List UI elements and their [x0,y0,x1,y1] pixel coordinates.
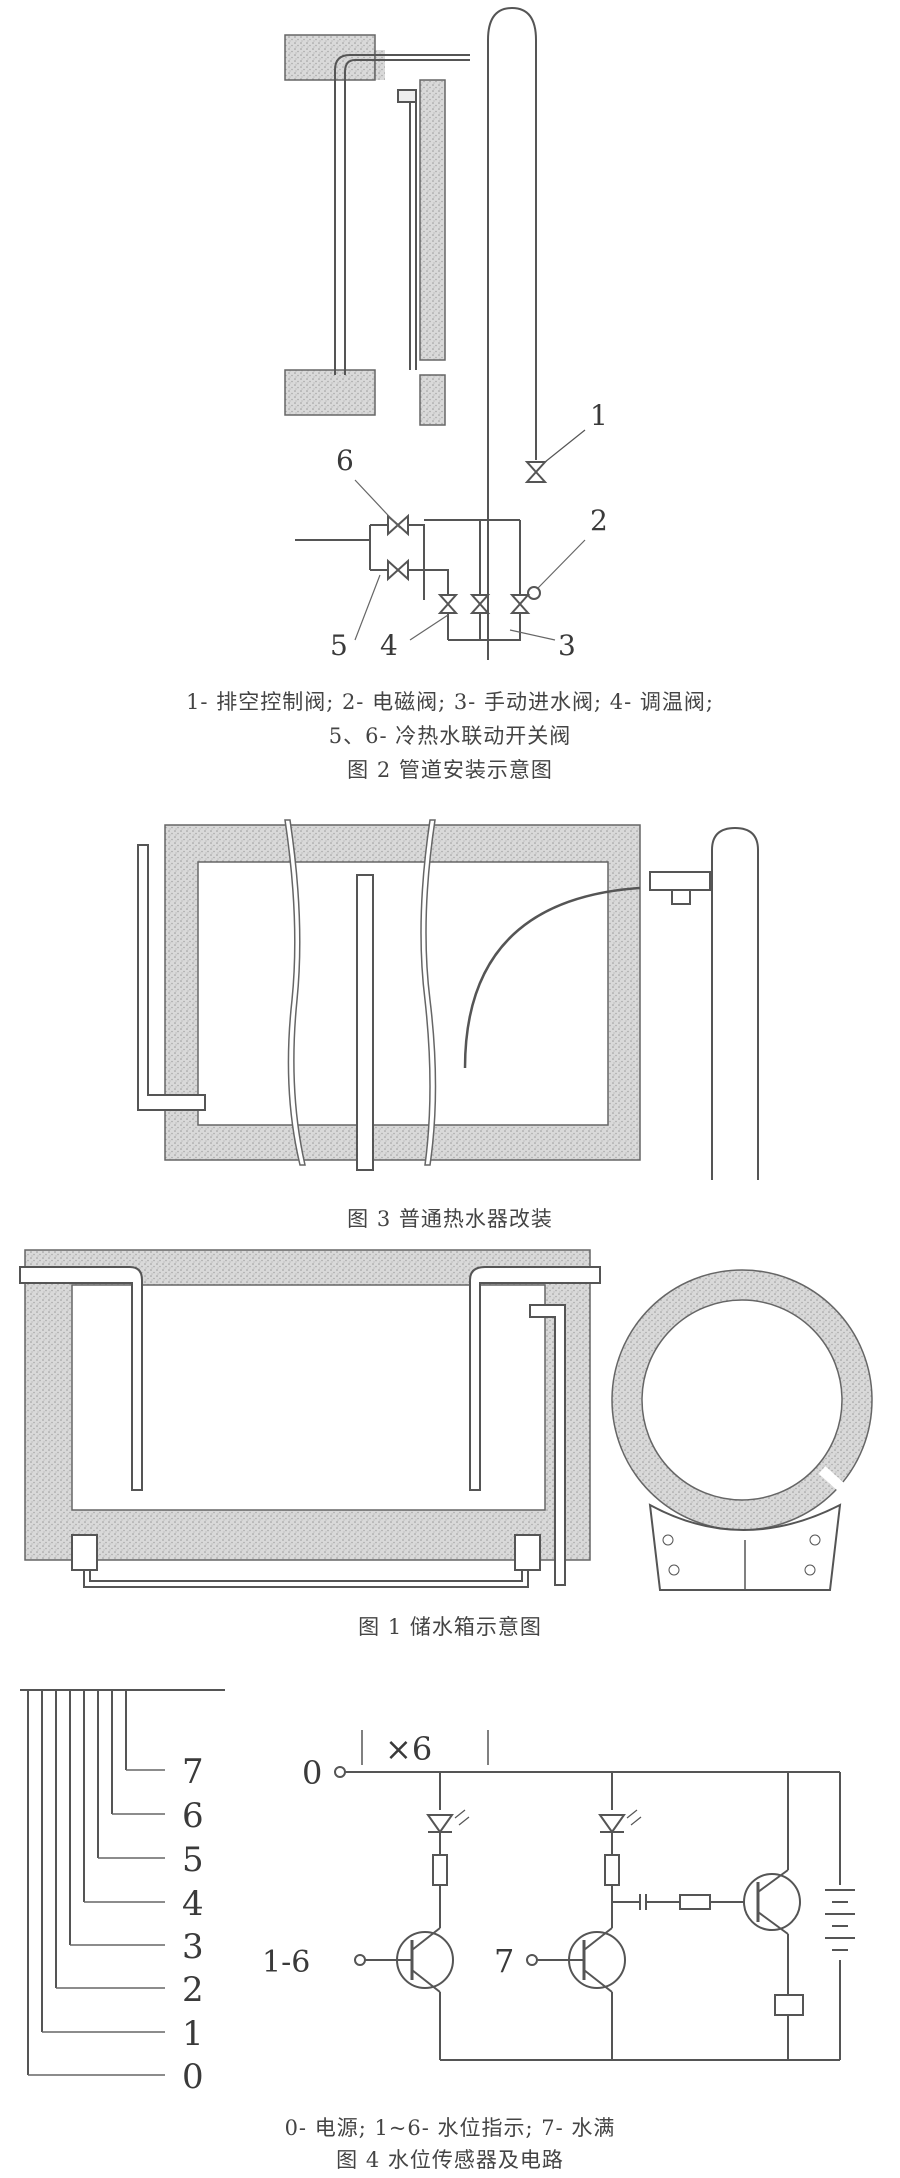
fig2-legend-line2: 5、6- 冷热水联动开关阀 [328,724,572,748]
fig3-caption: 图 3 普通热水器改装 [347,1207,553,1231]
fig1-caption: 图 1 储水箱示意图 [358,1615,542,1639]
fig2-legend-line1: 1- 排空控制阀; 2- 电磁阀; 3- 手动进水阀; 4- 调温阀; [186,690,714,714]
fig4-caption: 图 4 水位传感器及电路 [336,2148,564,2172]
circuit-wiring [345,1730,855,2061]
circuit-labels: 0 1-6 7 ×6 [262,1730,514,1980]
storage-tank-diagram [19,1249,873,1591]
inner-pipes [334,54,470,375]
multiplier-label: ×6 [385,1730,432,1768]
valve-label-5: 5 [330,629,348,662]
level-labels: 7 6 5 4 3 2 1 0 [182,1752,204,2097]
label-leaders [354,479,586,641]
terminals [334,1766,538,1966]
tank-pipes [19,1266,601,1588]
drain-branch [524,429,586,483]
level-label-6: 6 [182,1796,204,1836]
level-label-0: 0 [182,2057,204,2097]
fig2-caption: 图 2 管道安装示意图 [347,758,553,782]
tank-end-view [611,1269,873,1591]
level-label-3: 3 [182,1927,204,1967]
valve-label-2: 2 [590,504,608,537]
break-lines [284,819,437,1166]
fig4-legend: 0- 电源; 1~6- 水位指示; 7- 水满 [284,2116,616,2140]
heater-riser [711,826,759,1180]
water-level-sensor-circuit: 7 6 5 4 3 2 1 0 [20,1689,855,2097]
level-label-7: 7 [182,1752,204,1792]
level-label-1: 1 [182,2014,204,2054]
heater-shell [164,824,641,1161]
level-label-5: 5 [182,1840,204,1880]
level-label-4: 4 [182,1884,204,1924]
terminal-level-label: 1-6 [262,1945,310,1980]
terminal-power-label: 0 [302,1754,322,1792]
valve-label-1: 1 [590,399,608,432]
valve-labels: 1 2 3 4 5 6 [330,399,608,662]
heater-pipes [137,844,711,1171]
valve-label-6: 6 [336,444,354,477]
level-electrodes [20,1689,225,2075]
tank-body [24,1249,591,1561]
pipe-installation-diagram: 1 2 3 4 5 6 [284,6,608,662]
valve-manifold [295,513,541,641]
valve-label-4: 4 [380,629,398,662]
tank-wall [284,34,446,426]
terminal-full-label: 7 [494,1942,514,1980]
riser-column [487,6,537,660]
electrode-leaders [28,1769,165,2076]
water-heater-retrofit-diagram [137,819,759,1180]
level-label-2: 2 [182,1970,204,2010]
valve-label-3: 3 [558,629,576,662]
